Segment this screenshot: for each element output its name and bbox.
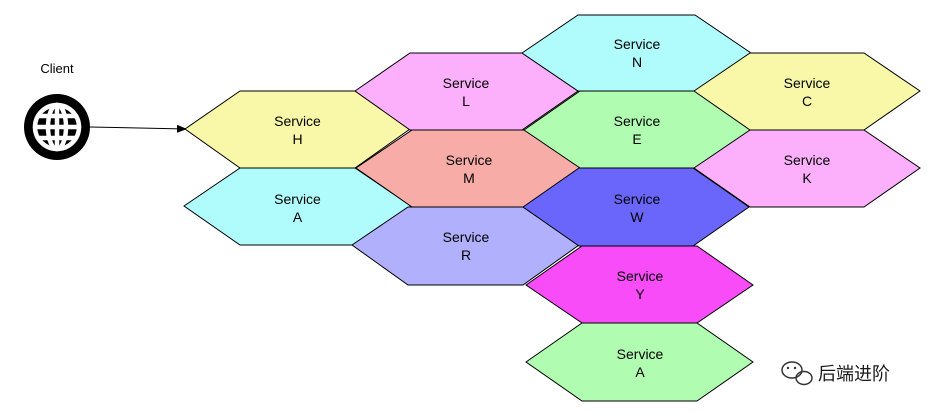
hex-service-n: Service N bbox=[521, 14, 752, 92]
hex-service-a-bottom: Service A bbox=[525, 322, 754, 402]
hex-shape-a-bottom bbox=[525, 322, 754, 402]
hex-sublabel-h: H bbox=[292, 131, 302, 147]
hex-label-e: Service bbox=[614, 113, 661, 129]
hex-sublabel-w: W bbox=[630, 209, 644, 225]
hex-label-l: Service bbox=[443, 75, 490, 91]
hex-label-a-bottom: Service bbox=[617, 346, 664, 362]
hex-sublabel-a-left: A bbox=[293, 209, 303, 225]
client-connection-arrow bbox=[89, 124, 187, 133]
hex-sublabel-l: L bbox=[462, 93, 470, 109]
client-label: Client bbox=[40, 61, 74, 76]
hex-label-k: Service bbox=[784, 152, 831, 168]
hex-sublabel-y: Y bbox=[635, 286, 645, 302]
hex-service-h: Service H bbox=[184, 90, 411, 169]
hex-service-c: Service C bbox=[693, 52, 921, 131]
hex-sublabel-e: E bbox=[632, 131, 641, 147]
hex-service-w: Service W bbox=[522, 167, 750, 247]
hex-service-r: Service R bbox=[351, 206, 580, 286]
hex-sublabel-m: M bbox=[463, 170, 475, 186]
hex-shape-w bbox=[522, 167, 750, 247]
hex-label-c: Service bbox=[784, 75, 831, 91]
hex-label-a-left: Service bbox=[274, 191, 321, 207]
hex-sublabel-k: K bbox=[802, 170, 812, 186]
hex-sublabel-c: C bbox=[802, 93, 812, 109]
hex-service-a-left: Service A bbox=[183, 167, 412, 246]
hex-sublabel-n: N bbox=[632, 54, 642, 70]
hex-service-l: Service L bbox=[354, 52, 579, 131]
hex-label-w: Service bbox=[614, 191, 661, 207]
hex-label-r: Service bbox=[443, 229, 490, 245]
hex-sublabel-a-bottom: A bbox=[635, 364, 645, 380]
hex-sublabel-r: R bbox=[461, 247, 471, 263]
watermark: 后端进阶 bbox=[781, 361, 890, 386]
wechat-icon bbox=[781, 361, 813, 386]
hex-shape-k bbox=[693, 129, 921, 208]
globe-icon bbox=[24, 94, 90, 160]
hex-service-k: Service K bbox=[693, 129, 921, 208]
hex-label-h: Service bbox=[274, 113, 321, 129]
hex-label-y: Service bbox=[617, 268, 664, 284]
hex-label-m: Service bbox=[446, 152, 493, 168]
watermark-text: 后端进阶 bbox=[818, 364, 890, 385]
hex-label-n: Service bbox=[614, 36, 661, 52]
